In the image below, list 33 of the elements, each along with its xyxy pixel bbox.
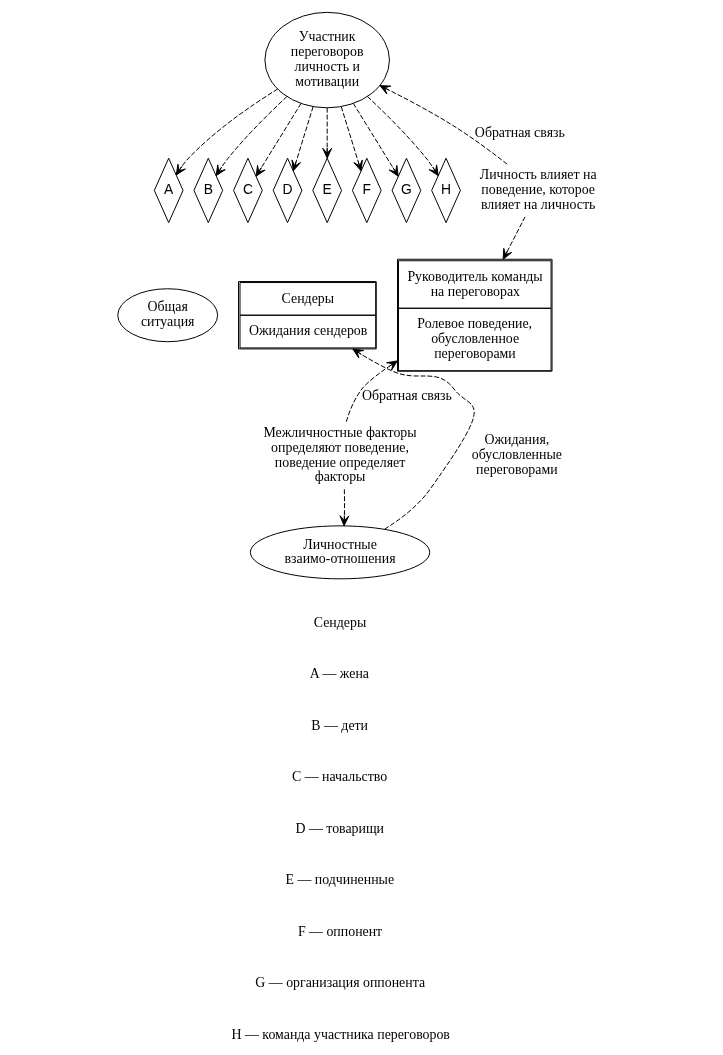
arrow: [379, 85, 508, 165]
label: F — оппонент: [297, 923, 383, 939]
arrow: [352, 348, 475, 530]
label: D — товарищи: [295, 820, 385, 836]
label: G — организация оппонента: [255, 975, 426, 991]
edge-label: Ожидания, обусловленные переговорами: [471, 432, 562, 477]
arrow: [255, 102, 302, 177]
node-diamond: G: [391, 157, 422, 224]
node-diamond: H: [431, 157, 461, 224]
label: Сендеры: [313, 614, 367, 630]
label: H — команда участника переговоров: [231, 1026, 450, 1042]
arrow: [322, 107, 333, 159]
node-ellipse: Личностные взаимо-отношения: [249, 525, 431, 580]
label: E — подчиненные: [285, 872, 395, 888]
node-diamond: E: [312, 157, 343, 224]
arrow: [345, 360, 398, 423]
arrow: [366, 96, 439, 177]
label: C — начальство: [292, 769, 388, 785]
arrow: [291, 106, 314, 172]
arrow: [339, 488, 350, 527]
node-text: Межличностные факторы определяют поведение, поведение определяет факторы: [263, 424, 417, 485]
arrow: [502, 216, 526, 260]
arrow: [352, 102, 399, 177]
node-diamond: C: [233, 157, 263, 224]
edge-label: Обратная связь: [474, 124, 565, 140]
arrow: [340, 106, 363, 172]
arrow: [215, 96, 288, 177]
arrow: [175, 88, 279, 176]
node-ellipse: Общая ситуация: [117, 288, 219, 343]
label: B — дети: [311, 717, 369, 733]
label: A — жена: [309, 666, 369, 682]
edge-label: Обратная связь: [361, 388, 452, 404]
node-text: Личность влияет на поведение, которое влияет на личность: [479, 167, 597, 212]
